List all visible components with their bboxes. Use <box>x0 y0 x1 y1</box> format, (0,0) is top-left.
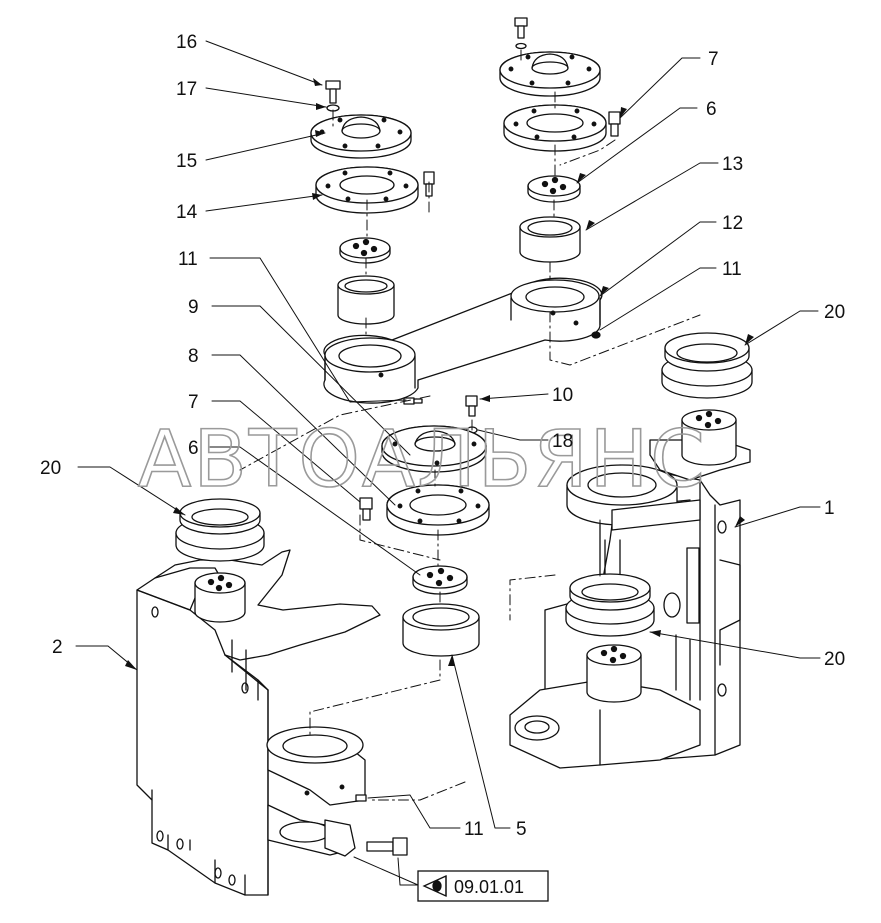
shaft-left <box>194 572 246 623</box>
link-arm-12 <box>323 277 603 404</box>
callout-11-lower: 11 <box>464 819 484 840</box>
callout-7-right: 7 <box>708 49 719 70</box>
callout-20-right-lower: 20 <box>824 649 845 670</box>
small-bolt-7-right <box>608 111 621 137</box>
view-eye-icon <box>422 874 447 898</box>
callout-1: 1 <box>824 498 835 519</box>
bearing-5 <box>402 603 480 657</box>
base-plate <box>509 679 701 769</box>
shaft-right-upper <box>681 409 737 466</box>
callout-5: 5 <box>516 819 527 840</box>
reference-link[interactable]: 09.01.01 <box>417 870 549 902</box>
callout-11-right: 11 <box>722 259 742 280</box>
small-bolt-7-mid <box>359 497 373 521</box>
callout-20-right-upper: 20 <box>824 302 845 323</box>
callout-6-right: 6 <box>706 99 717 120</box>
callout-6-left: 6 <box>188 438 199 459</box>
cap-9 <box>381 425 487 473</box>
bearing-left <box>337 275 395 325</box>
flange-ring-8 <box>386 484 490 536</box>
watermark-text: АВТОАЛЬЯНС <box>138 415 707 505</box>
spacer-disc-6-mid <box>412 565 468 595</box>
callout-17: 17 <box>176 79 197 100</box>
seal-20-left <box>175 498 265 562</box>
spacer-disc-left <box>339 237 391 264</box>
callout-14: 14 <box>176 202 198 223</box>
callout-11-left: 11 <box>178 249 198 270</box>
cap-15 <box>310 114 412 159</box>
lower-bracket <box>266 726 366 857</box>
seal-20-right-lower <box>565 573 655 637</box>
callout-8: 8 <box>188 346 199 367</box>
bolt-10 <box>465 395 478 417</box>
callout-7-left: 7 <box>188 392 199 413</box>
bolt-lower <box>366 837 408 856</box>
bolt-16 <box>325 80 341 104</box>
flange-ring-right <box>503 104 607 152</box>
callout-12: 12 <box>722 213 743 234</box>
callout-16: 16 <box>176 32 197 53</box>
pin-11-right <box>591 331 601 339</box>
callout-18: 18 <box>552 431 573 452</box>
pin-11-lower <box>355 794 367 802</box>
callout-9: 9 <box>188 297 199 318</box>
upper-housing <box>566 439 751 531</box>
bolt-top-right <box>514 17 528 50</box>
spacer-disc-6-right <box>527 175 581 203</box>
callout-2: 2 <box>52 637 63 658</box>
seal-20-right-upper <box>661 332 753 399</box>
reference-code: 09.01.01 <box>454 877 524 897</box>
frame-bracket-2 <box>136 549 381 896</box>
cap-top-right <box>499 51 601 97</box>
callout-15: 15 <box>176 151 197 172</box>
callout-20-left: 20 <box>40 458 61 479</box>
shaft-right-lower <box>586 644 642 703</box>
flange-ring-14 <box>315 166 419 214</box>
bearing-13 <box>519 216 581 263</box>
callout-13: 13 <box>722 154 743 175</box>
callout-10: 10 <box>552 385 573 406</box>
